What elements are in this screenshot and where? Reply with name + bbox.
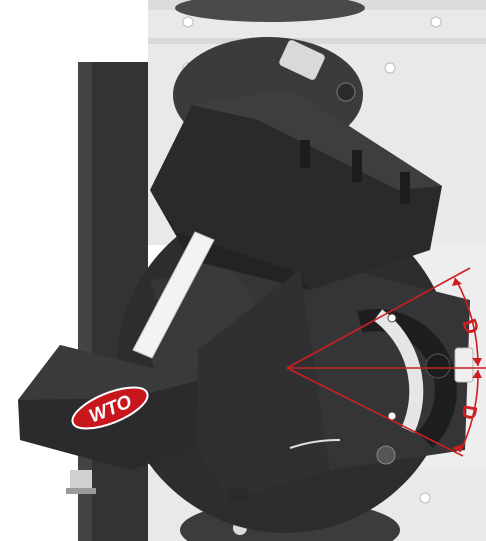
brand-logo: WTO [71, 386, 149, 430]
tool-shaft [132, 231, 215, 359]
dimension-lines [286, 267, 486, 457]
dimension-ray-upper [286, 267, 471, 369]
brand-logo-oval [71, 386, 149, 430]
upper-block [150, 88, 442, 290]
dimension-label-upper: D [457, 316, 483, 337]
dimension-arc-upper [454, 277, 479, 367]
dimension-ray-lower [286, 367, 464, 457]
dimension-label-lower: D [457, 403, 481, 421]
